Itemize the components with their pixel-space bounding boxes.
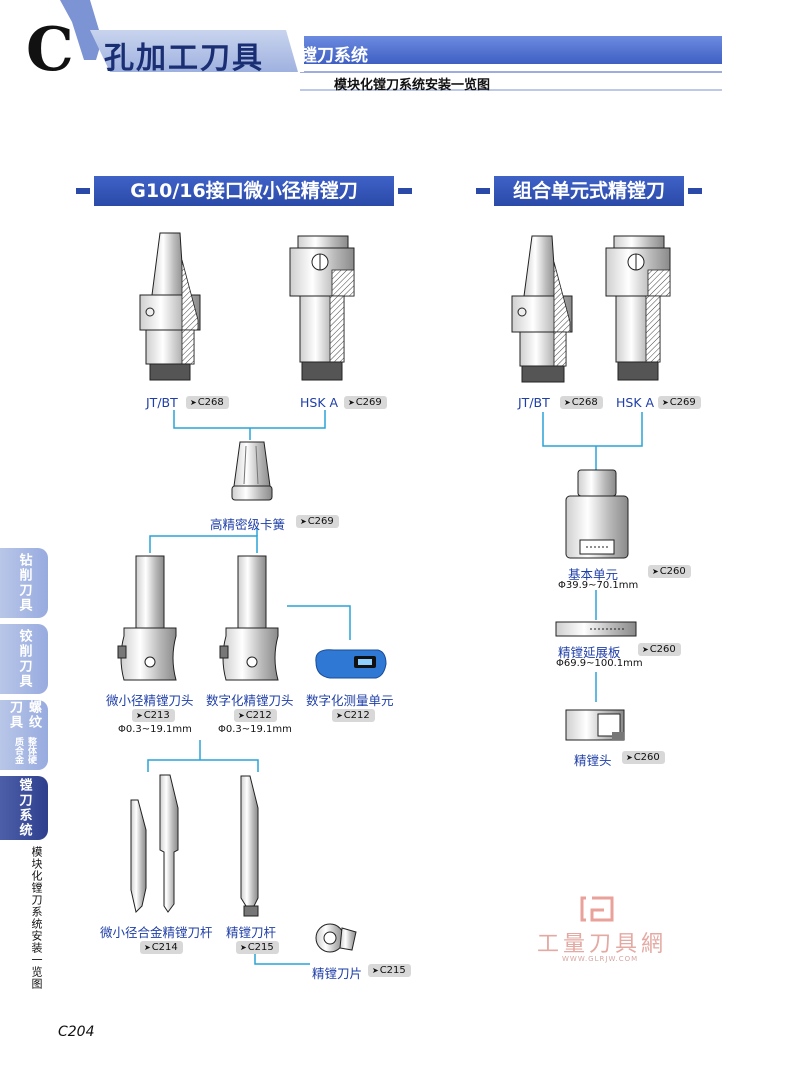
micro-head-ref[interactable]: ➤C213	[132, 709, 175, 722]
ref-text: C213	[143, 710, 170, 721]
tab-reaming[interactable]: 铰削刀具	[0, 624, 48, 694]
fine-boring-insert	[315, 923, 357, 953]
carbide-bar-ref[interactable]: ➤C214	[140, 941, 183, 954]
page-ref-arrow-icon: ➤	[190, 398, 197, 407]
left-hsk-label: HSK A	[300, 395, 339, 410]
page-ref-arrow-icon: ➤	[136, 711, 143, 720]
page-ref-arrow-icon: ➤	[348, 398, 355, 407]
basic-unit	[565, 469, 629, 559]
fine-boring-bar	[240, 775, 259, 917]
tab-boring-system[interactable]: 镗刀系统	[0, 776, 48, 840]
jtbt-holder-left	[139, 232, 201, 381]
watermark-url: WWW.GLRJW.COM	[562, 955, 639, 963]
fine-boring-head	[565, 709, 625, 741]
ref-text: C269	[355, 397, 382, 408]
left-section-title: G10/16接口微小径精镗刀	[76, 176, 412, 206]
watermark-logo	[580, 896, 614, 922]
collet-ref[interactable]: ➤C269	[296, 515, 339, 528]
digital-head-label: 数字化精镗刀头	[206, 693, 294, 708]
right-connector-lines	[542, 412, 643, 702]
page-ref-arrow-icon: ➤	[564, 398, 571, 407]
tab-threading[interactable]: 螺纹刀具 整体硬质合金	[0, 700, 48, 770]
tab-label: 铰削刀具	[16, 629, 32, 689]
right-jtbt-ref[interactable]: ➤C268	[560, 396, 603, 409]
fine-bar-ref[interactable]: ➤C215	[236, 941, 279, 954]
page-number: C204	[58, 1024, 95, 1040]
page-ref-arrow-icon: ➤	[300, 517, 307, 526]
boring-head-ref[interactable]: ➤C260	[622, 751, 665, 764]
side-subtitle: 模块化镗刀系统安装一览图	[30, 846, 43, 990]
measure-unit-label: 数字化测量单元	[306, 693, 394, 708]
page-ref-arrow-icon: ➤	[144, 943, 151, 952]
fine-bar-label: 精镗刀杆	[226, 925, 277, 940]
page-subtitle: 模块化镗刀系统安装一览图	[334, 78, 491, 93]
digital-head-range: Φ0.3~19.1mm	[218, 724, 292, 735]
tab-label: 螺纹刀具	[7, 700, 41, 730]
insert-ref[interactable]: ➤C215	[368, 964, 411, 977]
tab-drilling[interactable]: 钻削刀具	[0, 548, 48, 618]
page-title: 孔加工刀具	[104, 41, 264, 76]
left-jtbt-label: JT/BT	[146, 395, 178, 410]
tab-label: 镗刀系统	[16, 778, 32, 838]
boring-head-label: 精镗头	[574, 753, 612, 768]
chapter-letter: C	[26, 15, 74, 85]
extension-plate-ref[interactable]: ➤C260	[638, 643, 681, 656]
extension-plate	[555, 621, 637, 637]
extension-plate-range: Φ69.9~100.1mm	[556, 658, 643, 669]
precision-collet	[231, 441, 273, 501]
tab-sublabel: 整体硬质合金	[13, 736, 36, 764]
extension-plate-label: 精镗延展板	[558, 645, 621, 660]
hsk-holder-right	[605, 235, 671, 381]
page-ref-arrow-icon: ➤	[642, 645, 649, 654]
basic-unit-range: Φ39.9~70.1mm	[558, 580, 639, 591]
section-title: 镗刀系统	[300, 46, 368, 66]
ref-text: C215	[247, 942, 274, 953]
ref-text: C212	[343, 710, 370, 721]
micro-head-range: Φ0.3~19.1mm	[118, 724, 192, 735]
ref-text: C269	[307, 516, 334, 527]
left-jtbt-ref[interactable]: ➤C268	[186, 396, 229, 409]
page-ref-arrow-icon: ➤	[238, 711, 245, 720]
digital-measurement-unit	[315, 649, 387, 679]
hsk-holder-left	[289, 235, 355, 381]
micro-head-label: 微小径精镗刀头	[106, 693, 194, 708]
ref-text: C260	[633, 752, 660, 763]
right-section-title: 组合单元式精镗刀	[476, 176, 702, 206]
digital-boring-head	[219, 555, 279, 681]
carbide-boring-bars	[130, 774, 179, 913]
page-ref-arrow-icon: ➤	[372, 966, 379, 975]
ref-text: C268	[197, 397, 224, 408]
collet-label: 高精密级卡簧	[210, 517, 286, 532]
left-connector-lines	[147, 410, 351, 965]
header-band	[60, 0, 722, 91]
ref-text: C268	[571, 397, 598, 408]
page-ref-arrow-icon: ➤	[336, 711, 343, 720]
ref-text: C269	[669, 397, 696, 408]
left-hsk-ref[interactable]: ➤C269	[344, 396, 387, 409]
page-ref-arrow-icon: ➤	[240, 943, 247, 952]
insert-label: 精镗刀片	[312, 966, 363, 981]
carbide-bar-label: 微小径合金精镗刀杆	[100, 925, 213, 940]
basic-unit-ref[interactable]: ➤C260	[648, 565, 691, 578]
basic-unit-label: 基本单元	[568, 567, 619, 582]
jtbt-holder-right	[511, 235, 573, 383]
ref-text: C214	[151, 942, 178, 953]
digital-head-ref[interactable]: ➤C212	[234, 709, 277, 722]
tab-label: 钻削刀具	[16, 553, 32, 613]
page-ref-arrow-icon: ➤	[652, 567, 659, 576]
right-hsk-label: HSK A	[616, 395, 655, 410]
ref-text: C260	[659, 566, 686, 577]
measure-unit-ref[interactable]: ➤C212	[332, 709, 375, 722]
micro-boring-head	[117, 555, 177, 681]
page-ref-arrow-icon: ➤	[662, 398, 669, 407]
right-hsk-ref[interactable]: ➤C269	[658, 396, 701, 409]
ref-text: C215	[379, 965, 406, 976]
watermark-text: 工量刀具網	[537, 932, 668, 957]
ref-text: C260	[649, 644, 676, 655]
page-ref-arrow-icon: ➤	[626, 753, 633, 762]
ref-text: C212	[245, 710, 272, 721]
right-jtbt-label: JT/BT	[518, 395, 550, 410]
